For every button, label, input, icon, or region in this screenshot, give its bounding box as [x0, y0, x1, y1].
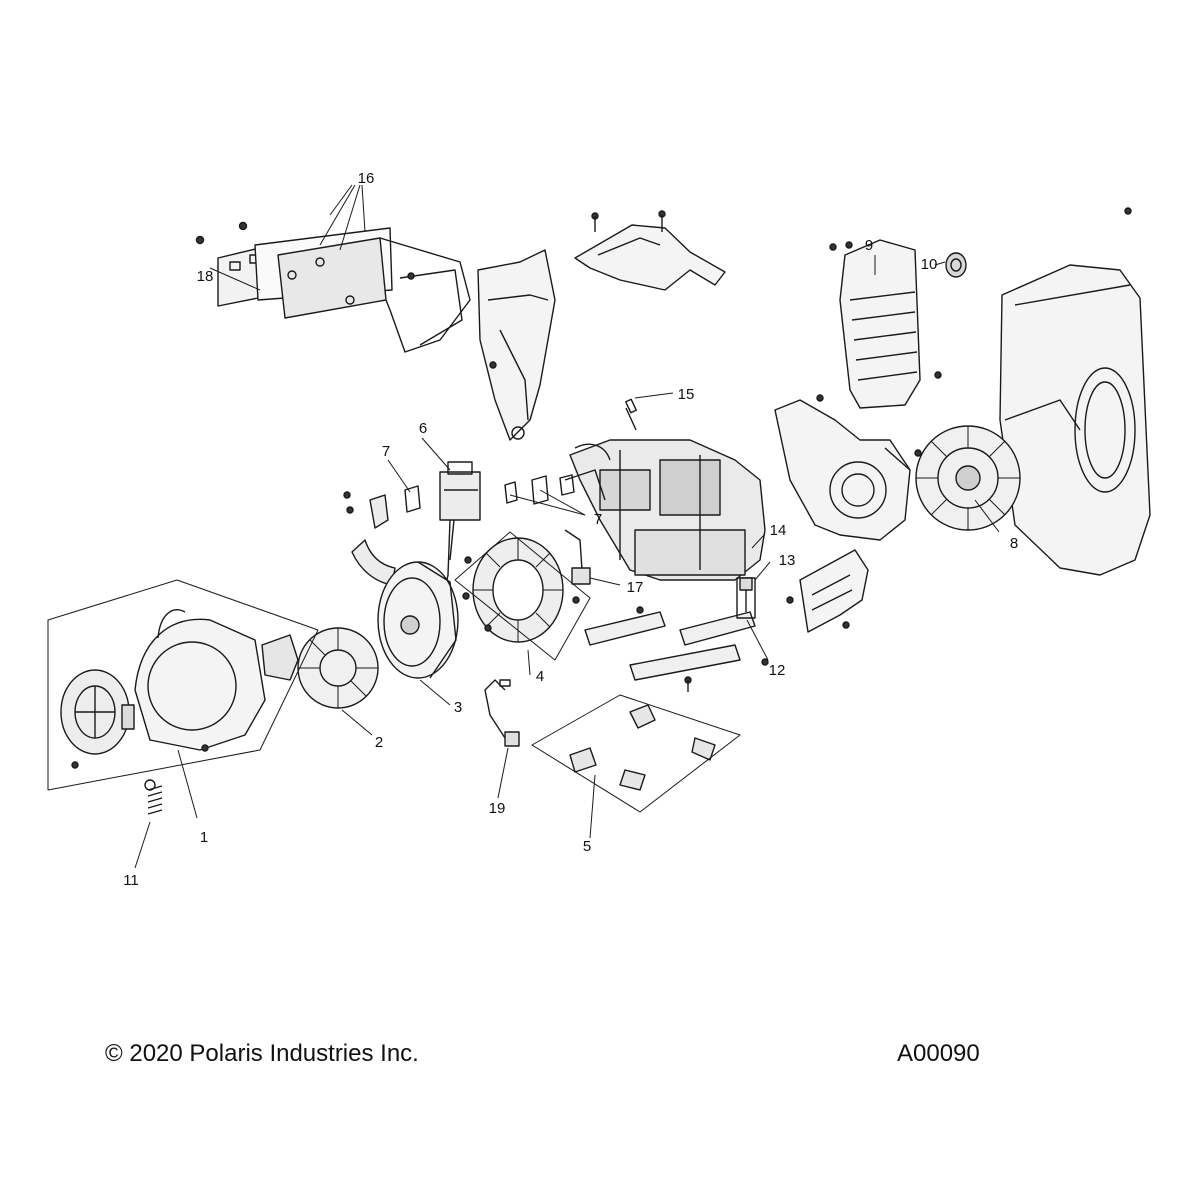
top-shroud [574, 210, 726, 291]
copyright-notice: © 2020 Polaris Industries Inc. [105, 1040, 419, 1067]
kit-outlines [47, 531, 741, 813]
wire-harness [484, 679, 520, 747]
callout-4: 4 [536, 668, 544, 685]
fan-shroud [774, 399, 922, 541]
leader-lines [134, 184, 1000, 869]
rubber-feet [569, 704, 716, 791]
starter-spring [144, 779, 163, 815]
intake-elbow [343, 491, 396, 586]
exhaust-cap [945, 252, 967, 278]
base-rails [584, 606, 769, 692]
figure-id: A00090 [897, 1040, 980, 1067]
rotor [377, 561, 459, 679]
callout-7-left: 7 [382, 443, 390, 460]
callout-10: 10 [921, 256, 938, 273]
callout-14: 14 [770, 522, 787, 539]
flywheel-fan [249, 627, 379, 709]
sensor [564, 529, 591, 585]
top-cover-assembly [195, 221, 471, 353]
callout-3: 3 [454, 699, 462, 716]
recoil-housing [60, 609, 266, 769]
callout-15: 15 [678, 386, 695, 403]
cooling-fan [915, 425, 1021, 531]
callout-2: 2 [375, 734, 383, 751]
callout-6: 6 [419, 420, 427, 437]
callout-13: 13 [779, 552, 796, 569]
spark-plug [625, 398, 637, 431]
muffler [816, 239, 942, 409]
callout-12: 12 [769, 662, 786, 679]
callout-7-right: 7 [594, 511, 602, 528]
drain-bolt [736, 577, 756, 619]
carburetor [439, 461, 481, 606]
callout-16: 16 [358, 170, 375, 187]
callout-5: 5 [583, 838, 591, 855]
callout-9: 9 [865, 237, 873, 254]
side-cover [786, 549, 869, 633]
callout-8: 8 [1010, 535, 1018, 552]
stator [462, 537, 580, 643]
callout-19: 19 [489, 800, 506, 817]
callout-18: 18 [197, 268, 214, 285]
callout-17: 17 [627, 579, 644, 596]
callout-11: 11 [123, 872, 139, 889]
engine-block [564, 439, 766, 581]
callout-1: 1 [200, 829, 208, 846]
gaskets [404, 474, 575, 513]
blower-housing [999, 207, 1151, 576]
exhaust-shield [477, 249, 556, 441]
